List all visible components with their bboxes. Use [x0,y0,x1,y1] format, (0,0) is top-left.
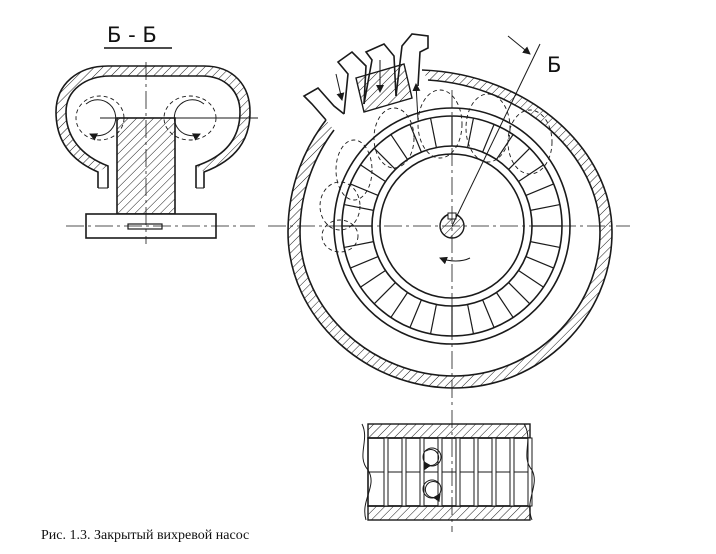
impeller-blade [409,299,422,328]
discharge-port-mid [363,43,397,105]
cell-divider [419,437,425,507]
developed-view [361,410,535,532]
discharge-port-right [395,33,429,97]
impeller-blade [525,183,554,196]
impeller-blade [390,292,409,318]
developed-cells [383,437,533,507]
impeller-blade [482,124,495,153]
cut-marker-label: Б [547,53,561,77]
impeller-blade [467,304,475,335]
impeller-blade [343,241,374,249]
impeller-blade [343,203,374,211]
shaft-key [127,223,163,230]
flow-vortices [319,89,553,253]
figure-caption: Рис. 1.3. Закрытый вихревой насос [41,528,250,543]
cell-divider [455,437,461,507]
cell-divider [383,437,389,507]
cell-vortex-bottom [422,479,442,499]
impeller-blade [390,134,409,160]
impeller-blade [495,292,514,318]
cell-divider [491,437,497,507]
front-view: Б [268,33,630,406]
impeller-blade [467,117,475,148]
suction-port [302,86,345,121]
impeller-blade [350,256,379,269]
impeller-blade [525,256,554,269]
section-label: Б - Б [107,23,157,47]
impeller-blade [495,134,514,160]
impeller-blade [518,269,544,288]
impeller-blade [429,304,437,335]
impeller-blade [350,183,379,196]
developed-bottom-wall [367,505,531,521]
developed-top-wall [367,423,531,439]
cut-line-arrow [507,35,531,55]
impeller-blade [530,241,561,249]
cell-divider [437,437,443,507]
section-casing-hatch [56,66,250,172]
impeller-blade [409,124,422,153]
impeller-blade [360,269,386,288]
cut-line [451,43,541,227]
impeller-blade [518,164,544,183]
port-block [355,63,413,113]
rotation-arrow [439,256,471,265]
section-view: Б - Б [55,23,258,244]
impeller-blade [530,203,561,211]
cell-divider [509,437,515,507]
impeller-blade [508,282,531,305]
impeller-blade [373,147,396,170]
impeller-blade [508,147,531,170]
impeller-blade [360,164,386,183]
cell-divider [401,437,407,507]
discharge-port-left [336,50,367,115]
impeller-blade [482,299,495,328]
impeller-blade [429,117,437,148]
cell-vortex-top [422,447,442,467]
cell-divider [473,437,479,507]
impeller-blade [373,282,396,305]
